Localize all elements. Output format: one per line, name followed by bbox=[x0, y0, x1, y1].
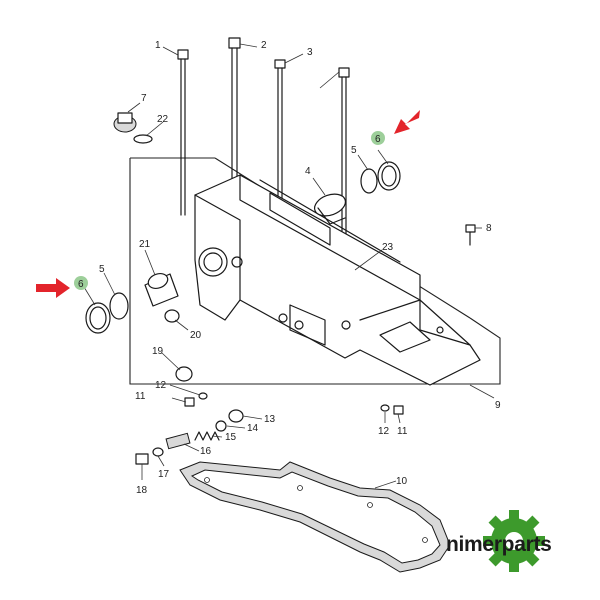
brand-name: nimerparts bbox=[446, 533, 552, 556]
sleeve-4 bbox=[313, 193, 347, 225]
callout-20: 20 bbox=[190, 330, 202, 341]
valve-16 bbox=[165, 432, 191, 450]
red-arrow-right bbox=[394, 110, 420, 134]
callout-12-right: 12 bbox=[378, 426, 390, 437]
highlight-marker-6-left bbox=[74, 276, 88, 290]
plug-18 bbox=[135, 453, 149, 465]
callout-3: 3 bbox=[307, 47, 313, 58]
nimerparts-logo: nimerparts bbox=[446, 510, 552, 572]
screw-11-right bbox=[380, 404, 404, 415]
leader-lines bbox=[83, 43, 495, 489]
plug-19 bbox=[175, 366, 193, 382]
callout-11-left: 11 bbox=[135, 391, 146, 402]
callout-16: 16 bbox=[200, 446, 212, 457]
sleeve-21 bbox=[144, 272, 179, 307]
callout-7: 7 bbox=[141, 93, 147, 104]
callout-23: 23 bbox=[382, 242, 394, 253]
plug-20 bbox=[164, 309, 180, 323]
bolt-1 bbox=[177, 49, 189, 216]
callout-6-left: 6 bbox=[78, 279, 84, 290]
highlight-marker-6-right bbox=[371, 131, 385, 145]
callout-15: 15 bbox=[225, 432, 237, 443]
housing-23 bbox=[194, 174, 481, 386]
callout-4: 4 bbox=[305, 166, 311, 177]
gasket-10 bbox=[179, 461, 451, 573]
callout-1: 1 bbox=[155, 40, 161, 51]
callout-12-left: 12 bbox=[155, 380, 167, 391]
screw-11-left bbox=[184, 392, 208, 407]
callout-9: 9 bbox=[495, 400, 501, 411]
callout-22: 22 bbox=[157, 114, 169, 125]
bolt-8 bbox=[465, 224, 476, 246]
callout-5-right: 5 bbox=[351, 145, 357, 156]
ring-5-right bbox=[360, 168, 378, 194]
callout-14: 14 bbox=[247, 423, 259, 434]
ball-14 bbox=[215, 420, 227, 432]
plug-13 bbox=[228, 409, 244, 423]
callout-8: 8 bbox=[486, 223, 492, 234]
callout-6-right: 6 bbox=[375, 134, 381, 145]
ring-6-right bbox=[377, 161, 401, 191]
spring-15 bbox=[194, 431, 220, 441]
callout-19: 19 bbox=[152, 346, 164, 357]
breather-7 bbox=[113, 112, 137, 133]
ring-6-left bbox=[85, 302, 111, 334]
callout-21: 21 bbox=[139, 239, 151, 250]
washer-22 bbox=[133, 134, 153, 144]
ring-17 bbox=[152, 447, 164, 457]
callout-18: 18 bbox=[136, 485, 148, 496]
callout-2: 2 bbox=[261, 40, 267, 51]
callout-17: 17 bbox=[158, 469, 170, 480]
callout-5-left: 5 bbox=[99, 264, 105, 275]
callout-11-right: 11 bbox=[397, 426, 408, 437]
callout-13: 13 bbox=[264, 414, 276, 425]
gear-icon bbox=[483, 510, 545, 572]
red-arrow-left bbox=[36, 278, 70, 298]
callout-10: 10 bbox=[396, 476, 408, 487]
ring-5-left bbox=[109, 292, 129, 320]
